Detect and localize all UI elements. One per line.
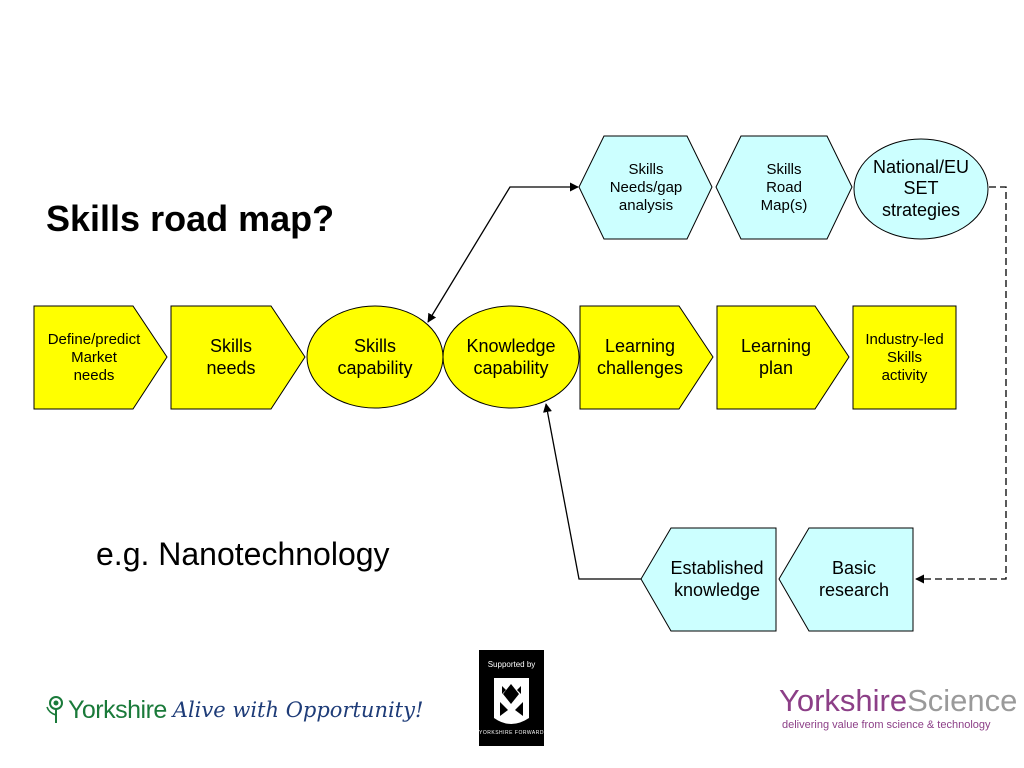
yorkshire-science-tagline: delivering value from science & technolo… (782, 719, 991, 731)
road-maps-hexagon (715, 135, 853, 240)
basic-research-pentagon (778, 527, 914, 632)
yorkshire-slogan: Alive with Opportunity! (172, 698, 424, 722)
connector-established-to-knowledge (543, 403, 641, 580)
connector-strategies-to-research (915, 186, 1007, 584)
define-predict-label: Define/predict Market needs (47, 331, 141, 384)
established-knowledge-pentagon (640, 527, 777, 632)
road-maps-label: Skills Road Map(s) (760, 161, 808, 214)
yorkshire-science-name-part1: Yorkshire (779, 683, 908, 718)
basic-research-label: Basic research (818, 558, 890, 600)
skills-needs-pentagon (170, 305, 306, 410)
strategies-label: National/EU SET strategies (872, 156, 970, 220)
strategies-ellipse (853, 138, 989, 240)
slide-title: Skills road map? (46, 198, 335, 239)
gap-analysis-hexagon (578, 135, 713, 240)
yorkshire-science-name-part2: Science (907, 683, 1018, 718)
connector-capability-to-gap-analysis (427, 182, 579, 323)
supported-by-label: Supported by (487, 660, 536, 669)
industry-led-box (852, 305, 957, 410)
yorkshire-forward-name: YORKSHIRE FORWARD (479, 730, 544, 736)
gap-analysis-label: Skills Needs/gap analysis (609, 161, 683, 214)
yorkshire-forward-badge: Supported by YORKSHIRE FORWARD (479, 650, 544, 746)
learning-challenges-pentagon (579, 305, 714, 410)
industry-led-label: Industry-led Skills activity (865, 331, 944, 384)
yorkshire-forward-emblem-icon (494, 678, 529, 724)
example-text: e.g. Nanotechnology (96, 536, 390, 572)
yorkshire-science-logo: YorkshireScience delivering value from s… (779, 683, 1017, 732)
learning-challenges-label: Learning challenges (596, 336, 684, 378)
learning-plan-pentagon (716, 305, 850, 410)
knowledge-capability-ellipse (442, 305, 580, 409)
knowledge-capability-label: Knowledge capability (466, 336, 556, 378)
skills-needs-label: Skills needs (206, 336, 256, 378)
established-knowledge-label: Established knowledge (670, 558, 764, 600)
learning-plan-label: Learning plan (740, 336, 812, 378)
yorkshire-wordmark: Yorkshire (68, 695, 167, 724)
define-predict-pentagon (33, 305, 168, 410)
rose-icon (46, 696, 63, 723)
skills-capability-label: Skills capability (337, 336, 413, 378)
yorkshire-logo: Yorkshire Alive with Opportunity! (44, 690, 423, 730)
